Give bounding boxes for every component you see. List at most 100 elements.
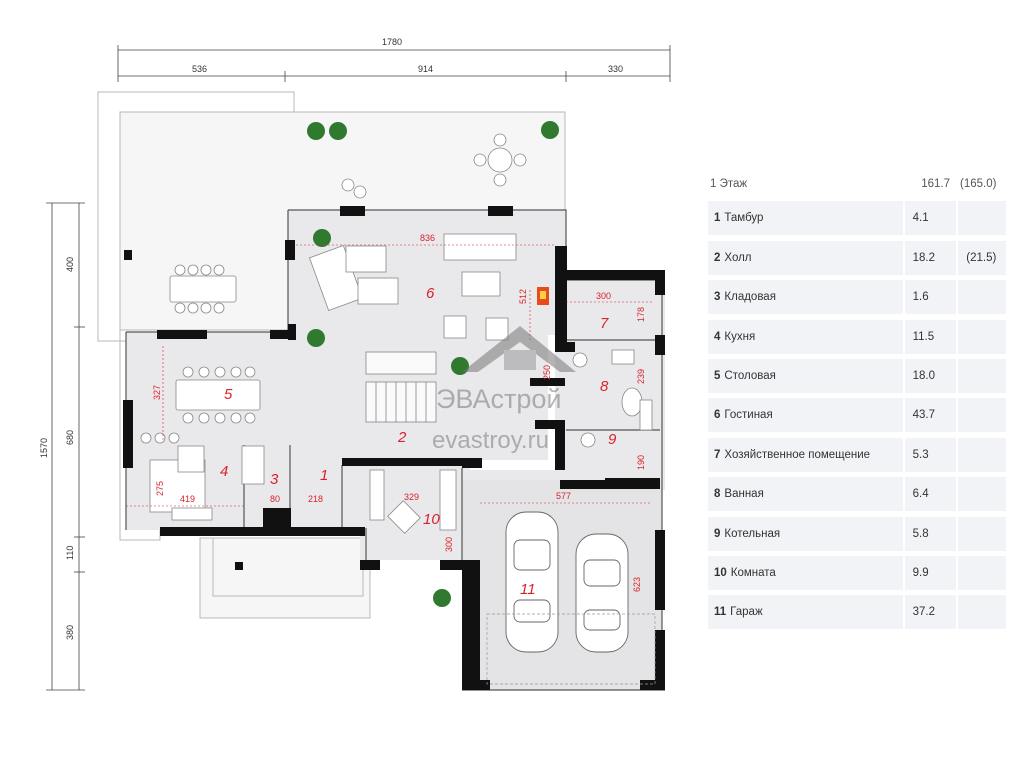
- dim-top-c: 330: [608, 64, 623, 74]
- room-extra-area: [958, 280, 1006, 315]
- room-label-2: 2: [397, 429, 407, 446]
- room-area: 18.0: [904, 358, 957, 393]
- room-dim-250: 250: [542, 365, 552, 380]
- room-number: 9: [714, 527, 721, 540]
- room-area: 5.3: [904, 437, 957, 472]
- room-number: 5: [714, 369, 721, 382]
- room-number: 6: [714, 409, 721, 422]
- room-area: 18.2: [904, 240, 957, 275]
- garage-floor: [462, 480, 662, 690]
- room-label-8: 8: [600, 378, 609, 395]
- room-label-5: 5: [224, 386, 233, 403]
- dim-left-a: 400: [65, 257, 75, 272]
- room-name: Холл: [724, 251, 752, 264]
- room-label-1: 1: [320, 467, 328, 484]
- room-name: Котельная: [724, 527, 781, 540]
- dim-left-c: 110: [65, 546, 75, 560]
- room-area: 4.1: [904, 201, 957, 236]
- watermark-site: evastroy.ru: [432, 427, 549, 454]
- room-label-9: 9: [608, 431, 617, 448]
- room-label-7: 7: [600, 315, 609, 332]
- dim-top-a: 536: [192, 64, 207, 74]
- garage-door-swing: [486, 613, 656, 685]
- dining-table: [140, 366, 261, 444]
- room-number: 2: [714, 251, 721, 264]
- room-area: 43.7: [904, 398, 957, 433]
- room-dim-419: 419: [180, 494, 195, 504]
- room-dim-577: 577: [556, 491, 571, 501]
- floor-label: 1 Этаж: [710, 178, 748, 190]
- room-area: 9.9: [904, 555, 957, 590]
- room-number: 10: [714, 566, 727, 579]
- room-dim-80: 80: [270, 494, 280, 504]
- room-extra-area: [958, 516, 1006, 551]
- outdoor-dining-table: [169, 264, 237, 314]
- room-dim-512: 512: [518, 289, 528, 304]
- room-extra-area: [958, 319, 1006, 354]
- kitchen-units: [149, 445, 265, 521]
- dim-left-total: 1570: [39, 438, 49, 458]
- table-header: 1 Этаж 161.7 (165.0): [708, 172, 1006, 196]
- room-area: 37.2: [904, 595, 957, 630]
- living-room-sofas: [308, 233, 517, 341]
- outdoor-round-table: [341, 133, 527, 199]
- left-dimension-lines: [46, 202, 85, 691]
- room-area: 6.4: [904, 477, 957, 512]
- room-number: 11: [714, 606, 727, 619]
- room-name: Тамбур: [724, 212, 764, 225]
- room-name: Гараж: [730, 606, 763, 619]
- staircase: [365, 351, 437, 423]
- room-dim-275: 275: [155, 481, 165, 496]
- room-extra-area: (21.5): [958, 240, 1006, 275]
- room-name: Ванная: [724, 488, 764, 501]
- room-dim-836: 836: [420, 233, 435, 243]
- dim-top-total: 1780: [382, 37, 402, 47]
- room-dim-623: 623: [632, 577, 642, 592]
- room-extra-area: [958, 358, 1006, 393]
- thick-walls: [123, 206, 665, 690]
- room-number: 4: [714, 330, 721, 343]
- room-area: 11.5: [904, 319, 957, 354]
- room-label-4: 4: [220, 463, 228, 480]
- dim-left-b: 680: [65, 430, 75, 445]
- room-dim-300: 300: [596, 291, 611, 301]
- room-dim-239: 239: [636, 369, 646, 384]
- room-name: Хозяйственное помещение: [724, 448, 871, 461]
- watermark-brand: ЭВАстрой: [436, 384, 562, 414]
- room-name: Кладовая: [724, 291, 776, 304]
- room-label-10: 10: [423, 511, 440, 528]
- dim-top-b: 914: [418, 64, 433, 74]
- room-10-furniture: [369, 469, 457, 534]
- room-dim-178: 178: [636, 307, 646, 322]
- room-extra-area: [958, 201, 1006, 236]
- room-extra-area: [958, 398, 1006, 433]
- room-name: Столовая: [724, 369, 776, 382]
- room-dimension-lines: [126, 244, 652, 507]
- room-label-11: 11: [520, 581, 536, 598]
- fireplace-core: [540, 291, 546, 299]
- room-number: 7: [714, 448, 721, 461]
- room-area: 1.6: [904, 280, 957, 315]
- dim-left-d: 380: [65, 625, 75, 640]
- room-label-6: 6: [426, 285, 435, 302]
- room-label-3: 3: [270, 471, 279, 488]
- room-dim-329: 329: [404, 492, 419, 502]
- room-dim-327: 327: [152, 385, 162, 400]
